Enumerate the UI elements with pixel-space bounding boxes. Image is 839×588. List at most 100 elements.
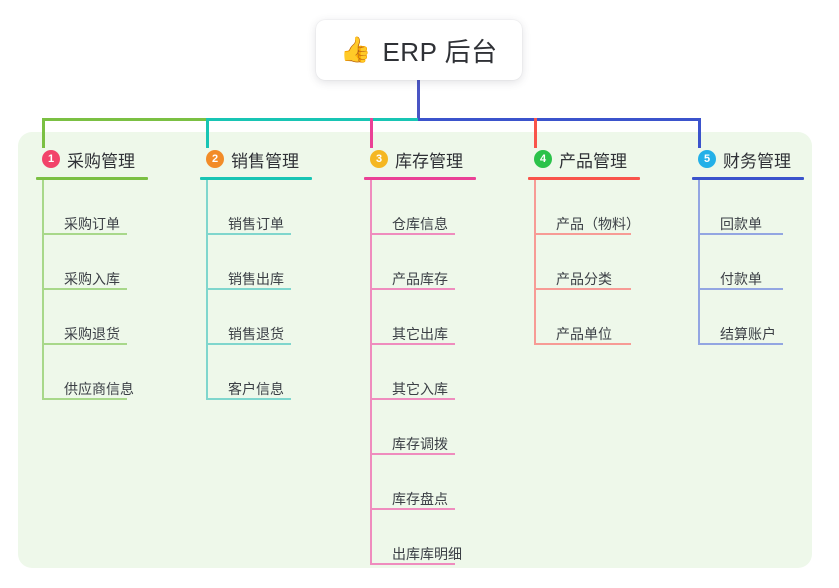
menu-item[interactable]: 销售订单	[206, 180, 312, 235]
column-header-rule	[692, 177, 804, 180]
menu-item[interactable]: 结算账户	[698, 290, 804, 345]
menu-item[interactable]: 付款单	[698, 235, 804, 290]
menu-item[interactable]: 库存调拨	[370, 400, 476, 455]
menu-item[interactable]: 销售出库	[206, 235, 312, 290]
column-items-5: 回款单付款单结算账户	[698, 180, 804, 345]
menu-item[interactable]: 客户信息	[206, 345, 312, 400]
column-number-badge: 2	[206, 150, 224, 168]
menu-item-rule	[206, 343, 291, 345]
menu-item-label: 结算账户	[720, 325, 776, 342]
column-number-badge: 4	[534, 150, 552, 168]
menu-item[interactable]: 其它入库	[370, 345, 476, 400]
bus-segment-2	[206, 118, 421, 121]
column-header-5[interactable]: 5 财务管理	[692, 146, 804, 172]
menu-item-label: 出库库明细	[392, 545, 462, 562]
menu-item[interactable]: 采购入库	[42, 235, 148, 290]
column-title: 销售管理	[231, 151, 299, 171]
column-header-rule	[200, 177, 312, 180]
menu-item-label: 产品（物料）	[556, 215, 640, 232]
column-title: 财务管理	[723, 151, 791, 171]
menu-item-rule	[206, 233, 291, 235]
column-2: 2 销售管理销售订单销售出库销售退货客户信息	[200, 146, 312, 400]
root-stem-connector	[417, 80, 420, 121]
menu-item[interactable]: 采购订单	[42, 180, 148, 235]
bus-segment-1	[42, 118, 209, 121]
column-title: 产品管理	[559, 151, 627, 171]
column-header-2[interactable]: 2 销售管理	[200, 146, 312, 172]
menu-item-label: 客户信息	[228, 380, 284, 397]
menu-item-label: 采购订单	[64, 215, 120, 232]
menu-item-label: 库存调拨	[392, 435, 448, 452]
menu-item-rule	[534, 343, 631, 345]
menu-item[interactable]: 其它出库	[370, 290, 476, 345]
menu-item-rule	[698, 288, 783, 290]
menu-item-rule	[534, 288, 631, 290]
column-header-4[interactable]: 4 产品管理	[528, 146, 640, 172]
column-header-3[interactable]: 3 库存管理	[364, 146, 476, 172]
menu-item-rule	[370, 398, 455, 400]
menu-item-label: 供应商信息	[64, 380, 134, 397]
menu-item[interactable]: 产品（物料）	[534, 180, 640, 235]
drop-connector-2	[206, 118, 209, 148]
menu-item-label: 销售出库	[228, 270, 284, 287]
menu-item-rule	[370, 233, 455, 235]
column-spine	[42, 180, 44, 400]
column-title: 库存管理	[395, 151, 463, 171]
menu-item[interactable]: 采购退货	[42, 290, 148, 345]
menu-item-rule	[698, 233, 783, 235]
menu-item-rule	[42, 398, 127, 400]
column-items-1: 采购订单采购入库采购退货供应商信息	[42, 180, 148, 400]
menu-item[interactable]: 出库库明细	[370, 510, 476, 565]
menu-item-label: 产品单位	[556, 325, 612, 342]
menu-item[interactable]: 供应商信息	[42, 345, 148, 400]
column-number-badge: 5	[698, 150, 716, 168]
menu-item-rule	[206, 398, 291, 400]
menu-item[interactable]: 产品单位	[534, 290, 640, 345]
menu-item-rule	[370, 288, 455, 290]
menu-item[interactable]: 产品库存	[370, 235, 476, 290]
column-title: 采购管理	[67, 151, 135, 171]
column-3: 3 库存管理仓库信息产品库存其它出库其它入库库存调拨库存盘点出库库明细	[364, 146, 476, 565]
menu-item-label: 库存盘点	[392, 490, 448, 507]
column-4: 4 产品管理产品（物料） 产品分类产品单位	[528, 146, 640, 345]
menu-item-label: 产品分类	[556, 270, 612, 287]
menu-item[interactable]: 库存盘点	[370, 455, 476, 510]
menu-item-rule	[42, 343, 127, 345]
menu-item[interactable]: 产品分类	[534, 235, 640, 290]
menu-item-label: 销售退货	[228, 325, 284, 342]
menu-item-rule	[370, 453, 455, 455]
menu-item-rule	[42, 233, 127, 235]
column-5: 5 财务管理回款单付款单结算账户	[692, 146, 804, 345]
menu-item-label: 仓库信息	[392, 215, 448, 232]
menu-item-label: 其它出库	[392, 325, 448, 342]
column-header-rule	[36, 177, 148, 180]
menu-item-rule	[370, 508, 455, 510]
menu-item-label: 回款单	[720, 215, 762, 232]
column-spine	[370, 180, 372, 565]
menu-item-label: 采购入库	[64, 270, 120, 287]
column-spine	[534, 180, 536, 345]
menu-item[interactable]: 回款单	[698, 180, 804, 235]
menu-item-rule	[534, 233, 631, 235]
column-items-2: 销售订单销售出库销售退货客户信息	[206, 180, 312, 400]
diagram-panel	[18, 132, 812, 568]
column-header-rule	[528, 177, 640, 180]
column-number-badge: 3	[370, 150, 388, 168]
menu-item[interactable]: 销售退货	[206, 290, 312, 345]
root-node-content: 👍 ERP 后台	[340, 32, 497, 69]
root-node-title: ERP 后台	[382, 36, 498, 67]
menu-item-rule	[698, 343, 783, 345]
drop-connector-1	[42, 118, 45, 148]
bus-segment-3	[418, 118, 701, 121]
menu-item-label: 付款单	[720, 270, 762, 287]
menu-item[interactable]: 仓库信息	[370, 180, 476, 235]
root-node-card[interactable]: 👍 ERP 后台	[316, 20, 522, 80]
menu-item-label: 销售订单	[228, 215, 284, 232]
column-spine	[206, 180, 208, 400]
drop-connector-4	[534, 118, 537, 148]
menu-item-label: 其它入库	[392, 380, 448, 397]
menu-item-label: 产品库存	[392, 270, 448, 287]
